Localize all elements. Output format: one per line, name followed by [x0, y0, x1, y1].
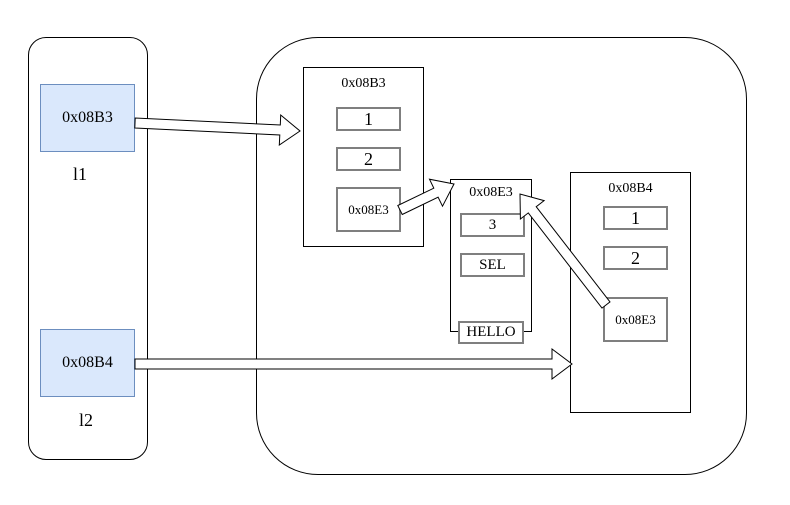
list-inner-item-0: 3 [460, 213, 525, 237]
list-inner-item-2: HELLO [458, 321, 524, 344]
list-b-item-0: 1 [603, 206, 668, 230]
list-b-item-2-pointer: 0x08E3 [603, 297, 668, 342]
variable-l1-address: 0x08B3 [62, 109, 113, 126]
variable-l2-address: 0x08B4 [62, 354, 113, 371]
arrow-list-b-to-inner [519, 193, 611, 309]
heap-region [256, 37, 747, 475]
stack-frame [28, 37, 148, 460]
arrow-list-a-to-inner [397, 178, 455, 216]
list-inner-item-1: SEL [460, 253, 525, 277]
list-object-a-address: 0x08B3 [341, 76, 386, 91]
variable-l1-name: l1 [72, 164, 87, 184]
list-object-b-address: 0x08B4 [608, 181, 653, 196]
list-a-item-1: 2 [336, 147, 401, 171]
list-b-item-1: 2 [603, 246, 668, 270]
list-a-item-0: 1 [336, 107, 401, 131]
arrow-l1-to-list-a [134, 113, 301, 146]
list-object-inner-address: 0x08E3 [469, 185, 513, 200]
variable-l1-box[interactable]: 0x08B3 [40, 84, 135, 152]
list-a-item-2-pointer: 0x08E3 [336, 187, 401, 232]
arrow-l2-to-list-b [134, 348, 573, 380]
variable-l2-name: l2 [78, 410, 93, 430]
